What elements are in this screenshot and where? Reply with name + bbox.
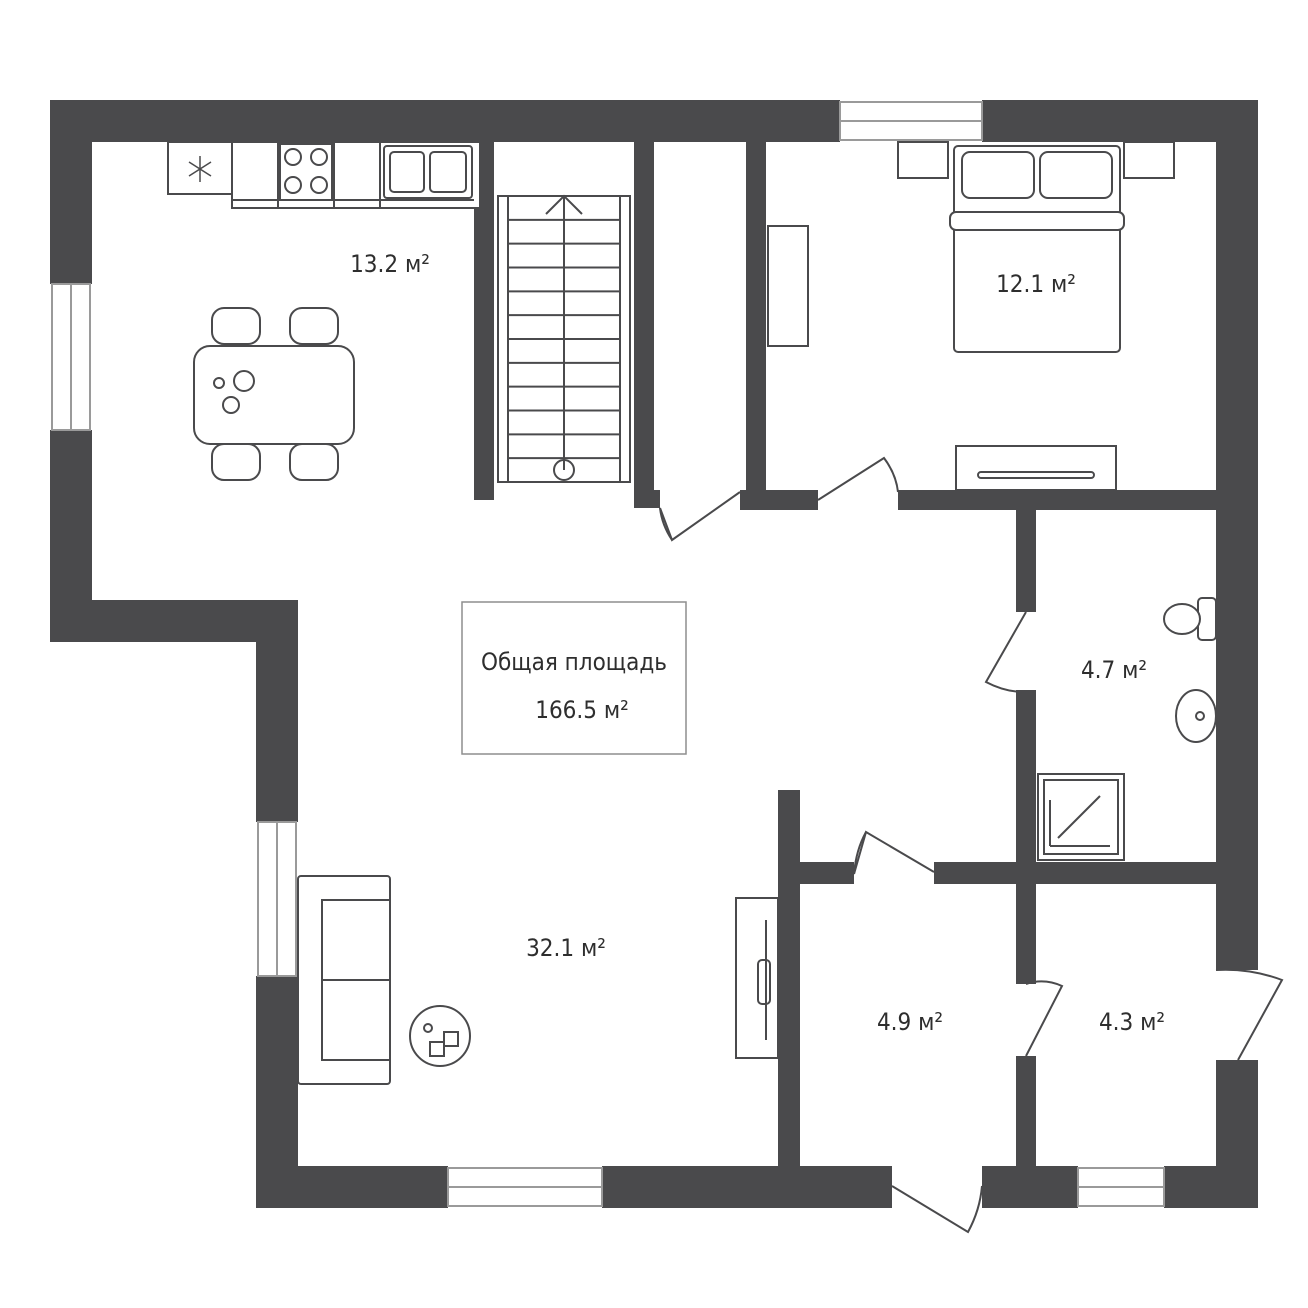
wall-top-right <box>982 100 1258 142</box>
plant-icon <box>409 1005 471 1067</box>
wall-bottom-a <box>256 1166 448 1208</box>
wall-bottom-b <box>602 1166 892 1208</box>
wall-right-upper <box>1216 100 1258 970</box>
walls <box>50 100 1258 1208</box>
wall-bedroom-left <box>746 142 766 508</box>
doors <box>659 456 1284 1234</box>
door-stair <box>659 491 741 542</box>
shower-icon <box>1037 773 1125 861</box>
wall-left-upper-a <box>50 100 92 284</box>
wall-stair-left <box>474 142 494 500</box>
windows <box>51 101 1165 1207</box>
door-storage <box>853 830 935 875</box>
total-area-value: 166.5 м² <box>535 696 629 724</box>
stair-steps <box>508 218 620 460</box>
tv-stand <box>955 445 1117 491</box>
toilet-icon <box>1163 597 1217 641</box>
kitchen-furniture <box>167 141 481 209</box>
wall-bath-bottom <box>934 862 1258 884</box>
room-labels: 13.2 м² 12.1 м² 4.7 м² 32.1 м² 4.9 м² 4.… <box>350 250 1165 1036</box>
door-utility <box>1025 980 1064 1057</box>
dining-table-icon <box>193 307 355 481</box>
washbasin-icon <box>1175 689 1217 743</box>
bed-icon <box>949 145 1125 353</box>
nightstand-left <box>897 141 949 179</box>
wall-top-left <box>50 100 840 142</box>
wall-left-lower-a <box>256 600 298 822</box>
stair-arrow-icon <box>545 194 583 481</box>
wall-storage-top <box>778 862 854 884</box>
door-bedroom <box>817 456 899 501</box>
sofa-icon <box>297 875 391 1085</box>
snowflake-icon <box>188 156 212 182</box>
room-area-bedroom: 12.1 м² <box>996 270 1076 298</box>
room-area-bathroom: 4.7 м² <box>1081 656 1147 684</box>
room-area-living: 32.1 м² <box>526 934 606 962</box>
wall-bath-left-b <box>1016 690 1036 886</box>
wall-bath-left-a <box>1016 490 1036 612</box>
room-area-kitchen: 13.2 м² <box>350 250 430 278</box>
total-area-title: Общая площадь <box>481 648 667 676</box>
wall-storage-left <box>778 790 800 1166</box>
bedroom-furniture <box>767 141 1175 491</box>
wall-util-left-a <box>1016 862 1036 984</box>
tv-unit <box>735 897 779 1059</box>
nightstand-right <box>1123 141 1175 179</box>
wardrobe <box>767 225 809 347</box>
room-area-utility: 4.3 м² <box>1099 1008 1165 1036</box>
door-exterior-right <box>1215 968 1284 1061</box>
total-area-box: Общая площадь 166.5 м² <box>461 601 687 755</box>
door-bathroom <box>984 611 1027 693</box>
sink-icon <box>383 145 473 199</box>
wall-util-left-b <box>1016 1056 1036 1208</box>
wall-bedroom-bottom-b <box>898 490 1258 510</box>
wall-stair-stub <box>634 490 660 508</box>
room-area-storage: 4.9 м² <box>877 1008 943 1036</box>
door-entrance <box>891 1185 983 1234</box>
living-furniture <box>297 875 779 1085</box>
wall-stair-right <box>634 142 654 508</box>
bathroom-furniture <box>1037 597 1217 861</box>
wall-right-lower <box>1216 1060 1258 1208</box>
stove-icon <box>279 143 333 201</box>
wall-bedroom-bottom-a <box>740 490 818 510</box>
